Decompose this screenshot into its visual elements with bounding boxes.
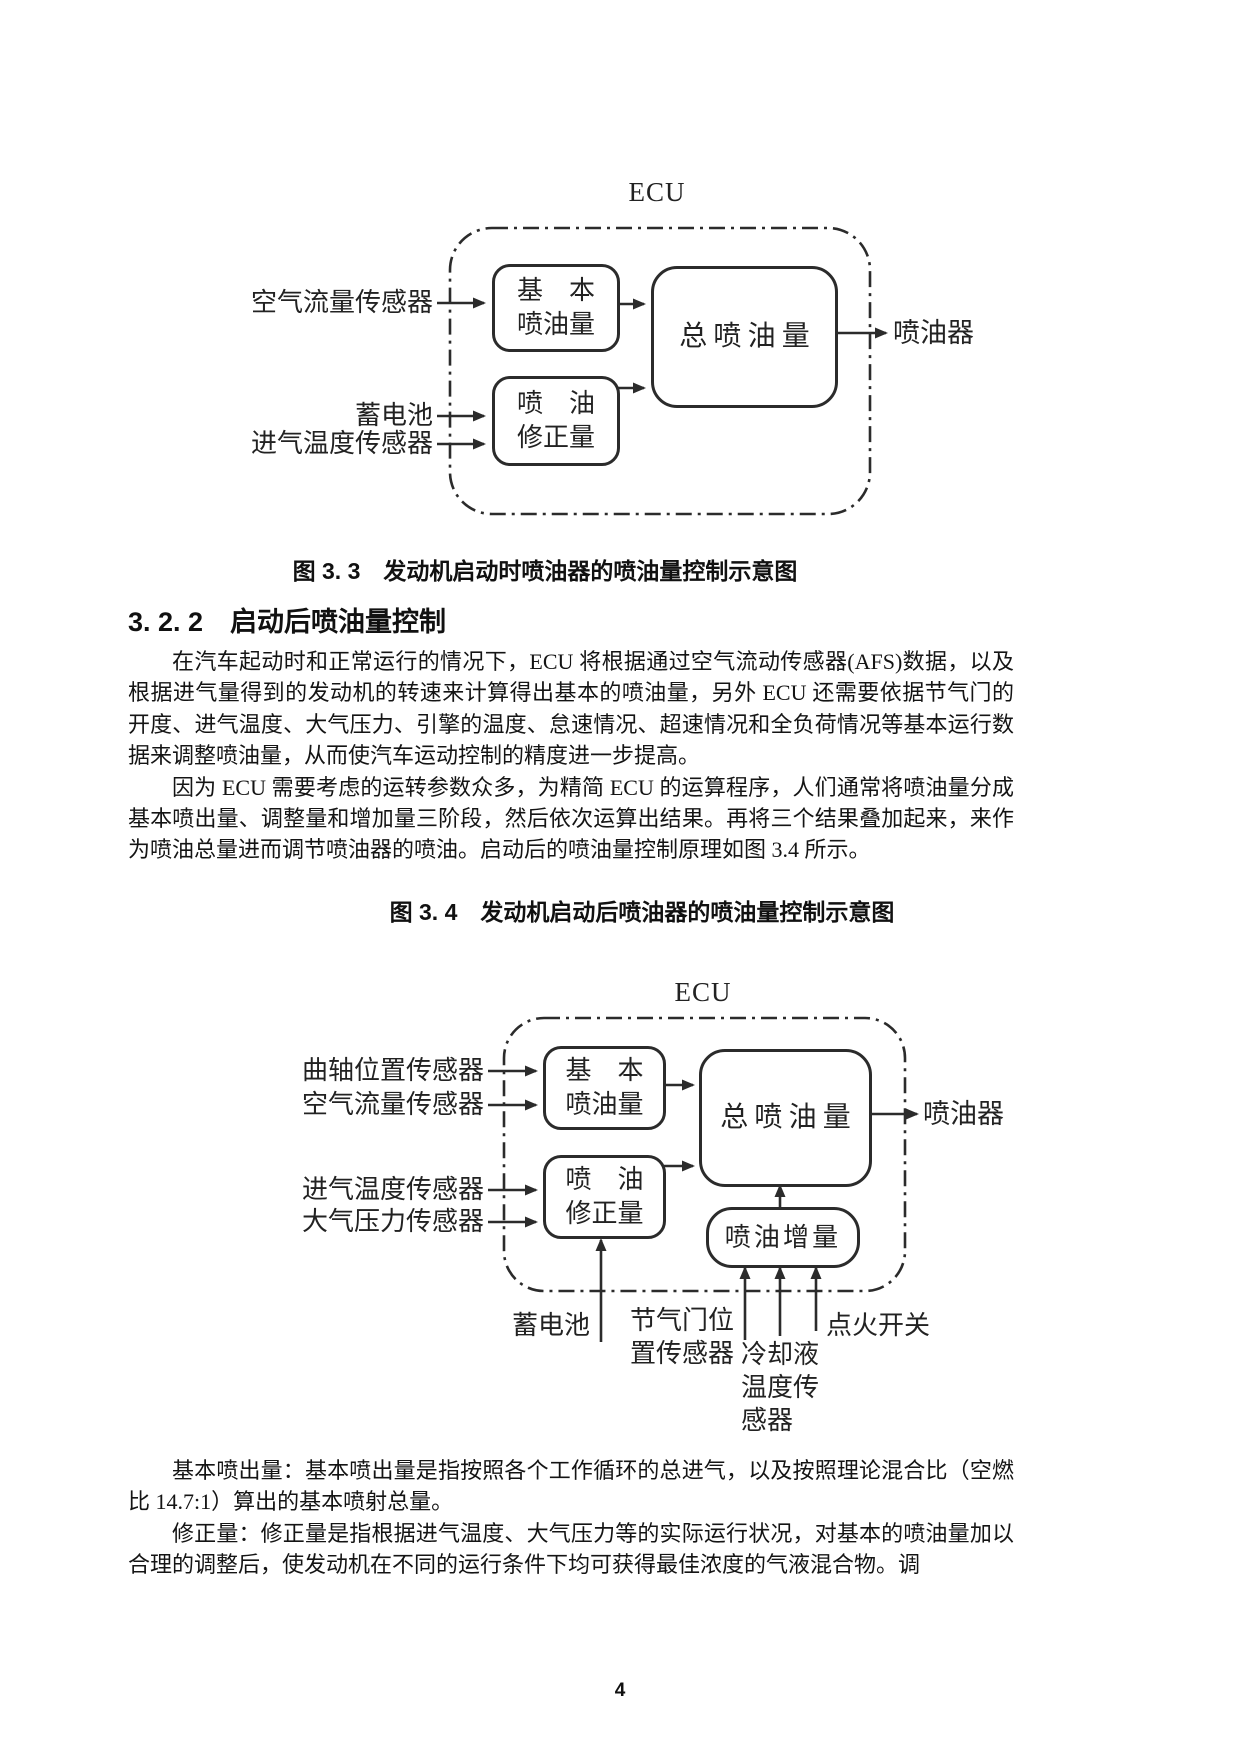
figure-3-4-caption: 图 3. 4 发动机启动后喷油器的喷油量控制示意图 — [389, 899, 895, 925]
figure-3-4-input-coolant-temp-sensor: 冷却液 温度传 感器 — [741, 1340, 820, 1435]
figure-3-4-input-pressure-sensor: 大气压力传感器 — [301, 1207, 484, 1236]
paragraph-3: 基本喷出量：基本喷出量是指按照各个工作循环的总进气，以及按照理论混合比（空燃比 … — [128, 1458, 1014, 1515]
figure-3-4-ecu-label: ECU — [674, 977, 732, 1007]
figure-3-4-box-total-injection: 总喷油量 — [699, 1049, 872, 1187]
figure-3-4-input-throttle-position-sensor: 节气门位 置传感器 — [630, 1306, 735, 1368]
figure-3-3-input-intake-temp-sensor: 进气温度传感器 — [250, 429, 433, 458]
section-heading-3-2-2: 3. 2. 2 启动后喷油量控制 — [128, 607, 447, 637]
figure-3-4-output-injector: 喷油器 — [923, 1099, 1004, 1129]
figure-3-4-box-basic-injection: 基 本 喷油量 — [543, 1046, 666, 1130]
section-body: 在汽车起动时和正常运行的情况下，ECU 将根据通过空气流动传感器(AFS)数据，… — [128, 646, 1014, 866]
paragraph-2: 因为 ECU 需要考虑的运转参数众多，为精简 ECU 的运算程序，人们通常将喷油… — [128, 774, 1014, 863]
figure-3-3-ecu-label: ECU — [628, 177, 686, 207]
figure-3-3-box-correction: 喷 油 修正量 — [492, 376, 620, 466]
figure-3-4-input-crank-position-sensor: 曲轴位置传感器 — [301, 1056, 484, 1085]
figure-3-3-output-injector: 喷油器 — [893, 318, 974, 348]
figure-3-4-input-airflow-sensor: 空气流量传感器 — [301, 1090, 484, 1119]
figure-3-4-input-battery: 蓄电池 — [511, 1311, 590, 1340]
figure-3-4-box-increment: 喷油增量 — [706, 1207, 860, 1268]
figure-3-3-input-airflow-sensor: 空气流量传感器 — [250, 288, 433, 317]
figure-3-4-input-ignition-switch: 点火开关 — [826, 1311, 931, 1340]
figure-3-3-input-battery: 蓄电池 — [354, 401, 433, 430]
paragraph-1: 在汽车起动时和正常运行的情况下，ECU 将根据通过空气流动传感器(AFS)数据，… — [128, 649, 1014, 769]
bottom-body: 基本喷出量：基本喷出量是指按照各个工作循环的总进气，以及按照理论混合比（空燃比 … — [128, 1455, 1014, 1581]
figure-3-3-box-total-injection: 总喷油量 — [651, 266, 838, 408]
paragraph-4: 修正量：修正量是指根据进气温度、大气压力等的实际运行状况，对基本的喷油量加以合理… — [128, 1520, 1014, 1578]
page-number: 4 — [614, 1680, 626, 1701]
figure-3-3-caption: 图 3. 3 发动机启动时喷油器的喷油量控制示意图 — [292, 558, 798, 584]
figure-3-4-input-intake-temp-sensor: 进气温度传感器 — [301, 1175, 484, 1204]
figure-3-3-box-basic-injection: 基 本 喷油量 — [492, 264, 620, 352]
figure-3-4-box-correction: 喷 油 修正量 — [543, 1155, 666, 1239]
